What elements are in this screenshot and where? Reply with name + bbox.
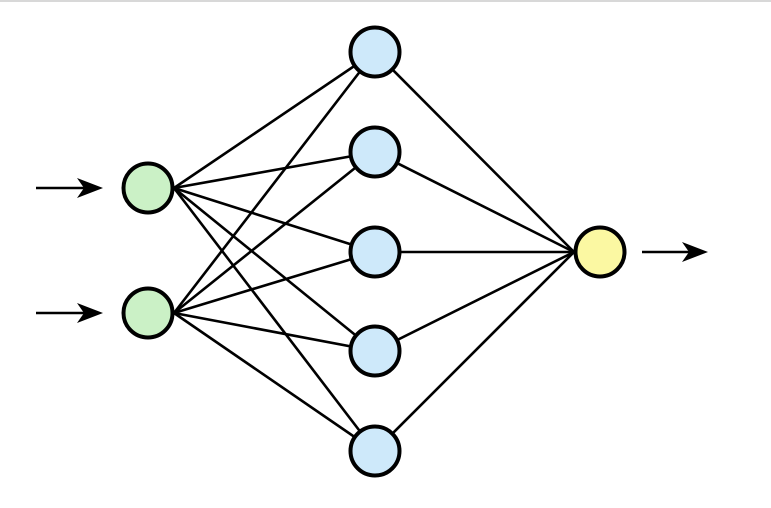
edge-hidden-3-to-output-0 xyxy=(374,250,575,353)
output-arrow-head-icon xyxy=(682,242,708,262)
edge-hidden-4-to-output-0 xyxy=(374,251,575,452)
edge-input-0-to-hidden-4 xyxy=(172,187,377,452)
input-arrow-1 xyxy=(36,178,103,198)
edge-input-1-to-hidden-3 xyxy=(173,311,376,353)
input-arrow-2-head-icon xyxy=(77,303,103,323)
input-arrow-2 xyxy=(36,303,103,323)
edge-input-1-to-hidden-4 xyxy=(173,311,376,453)
hidden-node-5 xyxy=(348,424,402,478)
output-arrow xyxy=(642,242,708,262)
edge-hidden-1-to-output-0 xyxy=(374,150,575,254)
input-node-1 xyxy=(121,161,175,215)
edge-input-0-to-hidden-3 xyxy=(173,186,376,353)
hidden-node-4 xyxy=(348,324,402,378)
hidden-node-3 xyxy=(348,225,402,279)
edge-input-1-to-hidden-2 xyxy=(173,250,376,315)
input-arrow-1-head-icon xyxy=(77,178,103,198)
hidden-node-2 xyxy=(348,125,402,179)
edge-hidden-0-to-output-0 xyxy=(374,51,575,253)
input-node-2 xyxy=(121,286,175,340)
edge-input-0-to-hidden-0 xyxy=(173,50,376,190)
edge-input-0-to-hidden-2 xyxy=(173,186,376,254)
output-node-1 xyxy=(573,225,627,279)
hidden-node-1 xyxy=(348,25,402,79)
edge-input-1-to-hidden-0 xyxy=(172,51,377,314)
window-top-border xyxy=(0,0,771,2)
edge-input-1-to-hidden-1 xyxy=(173,150,376,315)
edge-input-0-to-hidden-1 xyxy=(173,150,376,190)
